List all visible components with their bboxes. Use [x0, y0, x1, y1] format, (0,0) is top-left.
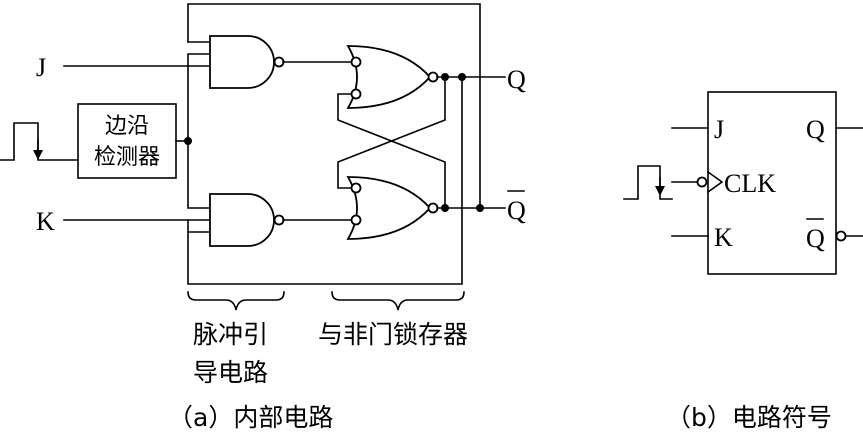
nand-upper-inverter-bubble [273, 56, 285, 68]
brace-right-label: 与非门锁存器 [318, 320, 468, 349]
latch-lower-input-bubble-2 [350, 214, 362, 226]
circuit-symbol: J Q CLK K Q （b）电路符号 [623, 91, 863, 432]
symbol-qbar-label: Q [806, 224, 825, 253]
latch-lower-input-bubble-1 [350, 182, 362, 194]
internal-circuit: J K 边沿 检测器 [0, 3, 526, 432]
qbar-junction-dot-2 [476, 204, 484, 212]
latch-lower-output-bubble [427, 202, 439, 214]
symbol-k-label: K [714, 223, 733, 252]
feedback-frame-top [187, 3, 481, 209]
q-junction-dot-2 [458, 73, 466, 81]
nand-lower-inverter-bubble [273, 214, 285, 226]
latch-upper-input-bubble-1 [350, 56, 362, 68]
symbol-q-label: Q [806, 115, 825, 144]
brace-left-label-line2: 导电路 [193, 358, 268, 387]
symbol-clk-bubble [696, 176, 708, 188]
symbol-clk-label: CLK [724, 169, 776, 198]
q-output-label: Q [507, 65, 526, 94]
j-input-label: J [36, 53, 46, 82]
latch-upper-output-bubble [427, 71, 439, 83]
latch-cross-wire-lower [337, 76, 446, 189]
k-input-label: K [36, 207, 55, 236]
nand-gate-lower [209, 193, 275, 247]
symbol-falling-edge-arrowhead [655, 186, 665, 196]
symbol-clk-dynamic-indicator [706, 170, 724, 194]
q-junction-dot-1 [441, 73, 449, 81]
falling-edge-arrowhead [33, 150, 43, 160]
latch-cross-wire-upper [337, 93, 446, 209]
clock-distribution-bus [187, 53, 211, 209]
caption-internal-circuit: （a）内部电路 [168, 403, 333, 432]
clock-pulse-waveform [0, 122, 79, 161]
qbar-output-label: Q [507, 196, 526, 225]
qbar-junction-dot-1 [441, 204, 449, 212]
latch-gate-upper [346, 45, 432, 109]
caption-circuit-symbol: （b）电路符号 [666, 403, 832, 432]
brace-pulse-steering [187, 291, 285, 311]
feedback-frame-bottom [187, 76, 463, 285]
flip-flop-symbol-box [707, 91, 837, 275]
latch-gate-lower [346, 176, 432, 240]
edge-detector-label-line1: 边沿 [105, 114, 149, 139]
clock-junction-dot [184, 137, 192, 145]
nand-gate-upper [209, 35, 275, 89]
symbol-qbar-bubble [835, 230, 847, 242]
brace-latch [331, 291, 465, 311]
latch-upper-input-bubble-2 [350, 88, 362, 100]
brace-left-label-line1: 脉冲引 [193, 320, 268, 349]
edge-detector-label-line2: 检测器 [94, 145, 160, 170]
symbol-j-label: J [714, 115, 724, 144]
symbol-clock-pulse-waveform [623, 165, 673, 200]
